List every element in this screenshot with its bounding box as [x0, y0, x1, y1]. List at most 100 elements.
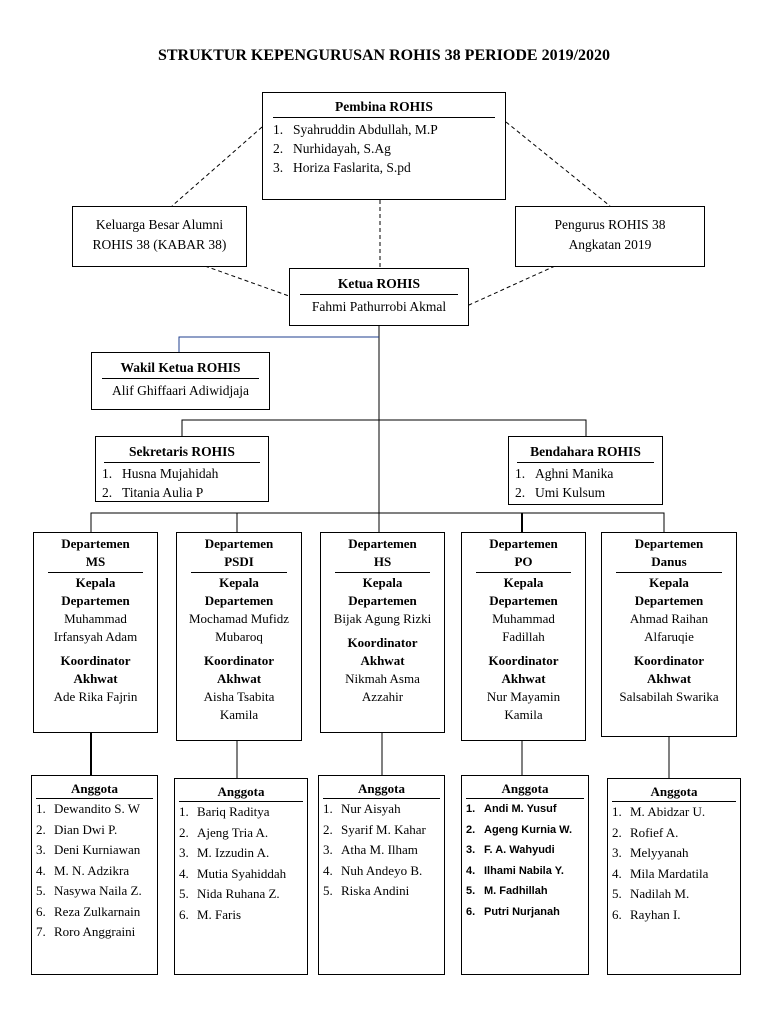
list-item: 3.F. A. Wahyudi: [466, 844, 555, 856]
wakil-name: Alif Ghiffaari Adiwidjaja: [112, 383, 249, 398]
pengurus-line1: Pengurus ROHIS 38: [554, 217, 666, 232]
koordinator-name: Salsabilah Swarika: [619, 689, 719, 704]
anggota-list: 1.M. Abidzar U. 2.Rofief A. 3.Melyyanah …: [608, 802, 740, 925]
kepala-name: Muhammad: [64, 611, 127, 626]
sekretaris-box: Sekretaris ROHIS 1.Husna Mujahidah 2.Tit…: [95, 436, 269, 502]
koordinator-label: Koordinator: [203, 653, 275, 668]
kepala-name: Muhammad: [492, 611, 555, 626]
kepala-label: Kepala: [649, 575, 689, 590]
pembina-heading: Pembina ROHIS: [335, 99, 433, 114]
kepala-label: Kepala: [503, 575, 544, 590]
list-item: 4.Ilhami Nabila Y.: [466, 864, 564, 877]
list-item: 4.M. N. Adzikra: [36, 862, 130, 878]
bendahara-heading: Bendahara ROHIS: [530, 444, 641, 459]
list-item: 4.Mutia Syahiddah: [179, 865, 287, 881]
kepala-name: Alfaruqie: [644, 629, 694, 644]
ketua-heading: Ketua ROHIS: [337, 276, 421, 291]
dept-psdi-box: Departemen PSDI Kepala Departemen Mocham…: [176, 532, 302, 741]
kepala-name: Mubaroq: [215, 629, 263, 644]
list-item: 6.Reza Zulkarnain: [36, 903, 141, 919]
list-item: 5.M. Fadhillah: [466, 885, 548, 897]
akhwat-label: Akhwat: [216, 671, 262, 686]
kepala-label-2: Departemen: [204, 593, 274, 608]
anggota-po-box: Anggota 1.Andi M. Yusuf 2.Ageng Kurnia W…: [461, 775, 589, 975]
list-item: 3.Melyyanah: [612, 845, 689, 860]
dept-code: Danus: [651, 554, 687, 569]
anggota-list: 1.Nur Aisyah 2.Syarif M. Kahar 3.Atha M.…: [319, 799, 444, 902]
kepala-label-2: Departemen: [61, 593, 130, 608]
list-item: 2.Ajeng Tria A.: [179, 824, 269, 840]
anggota-heading: Anggota: [71, 781, 118, 796]
list-item: 2.Nurhidayah, S.Ag: [273, 141, 391, 156]
dept-label: Departemen: [634, 536, 704, 551]
dashed-pembina-alumni: [171, 126, 263, 207]
kepala-label: Kepala: [362, 575, 403, 590]
list-item: 4.Nuh Andeyo B.: [323, 862, 423, 878]
dept-label: Departemen: [61, 536, 130, 551]
list-item: 1.Syahruddin Abdullah, M.P: [273, 122, 438, 137]
akhwat-label: Akhwat: [501, 671, 546, 686]
list-item: 4.Mila Mardatila: [612, 865, 709, 881]
list-item: 6.Putri Nurjanah: [466, 905, 560, 918]
koordinator-label: Koordinator: [60, 653, 131, 668]
list-item: 5.Nasywa Naila Z.: [36, 883, 142, 898]
list-item: 1.Dewandito S. W: [36, 801, 141, 816]
dashed-alumni-ketua: [204, 265, 290, 297]
list-item: 5.Nadilah M.: [612, 886, 690, 901]
koordinator-label: Koordinator: [488, 653, 559, 668]
list-item: 6.M. Faris: [179, 906, 242, 922]
list-item: 5.Nida Ruhana Z.: [179, 886, 280, 901]
dept-code: PO: [514, 554, 533, 569]
sekretaris-list: 1.Husna Mujahidah 2.Titania Aulia P: [102, 464, 262, 502]
sekretaris-heading: Sekretaris ROHIS: [129, 444, 235, 459]
pembina-box: Pembina ROHIS 1.Syahruddin Abdullah, M.P…: [262, 92, 506, 200]
dept-code: MS: [85, 554, 106, 569]
list-item: 3.Horiza Faslarita, S.pd: [273, 160, 411, 175]
list-item: 1.Nur Aisyah: [323, 801, 401, 816]
akhwat-label: Akhwat: [646, 671, 692, 686]
branch-sekretaris-bendahara: [181, 419, 587, 436]
wakil-heading: Wakil Ketua ROHIS: [120, 360, 241, 375]
anggota-heading: Anggota: [358, 781, 405, 796]
koordinator-name: Nur Mayamin: [486, 689, 561, 704]
list-item: 2.Syarif M. Kahar: [323, 821, 426, 837]
dashed-pengurus-ketua: [468, 265, 556, 306]
koordinator-name: Azzahir: [361, 689, 404, 704]
kepala-name: Mochamad Mufidz: [188, 611, 289, 626]
koordinator-name: Kamila: [219, 707, 259, 722]
list-item: 3.Atha M. Ilham: [323, 842, 418, 857]
dept-label: Departemen: [489, 536, 558, 551]
wakil-box: Wakil Ketua ROHIS Alif Ghiffaari Adiwidj…: [91, 352, 270, 410]
kepala-label-2: Departemen: [489, 593, 558, 608]
dept-ms-box: Departemen MS Kepala Departemen Muhammad…: [33, 532, 158, 733]
koordinator-label: Koordinator: [633, 653, 705, 668]
anggota-ms-box: Anggota 1.Dewandito S. W 2.Dian Dwi P. 3…: [31, 775, 158, 975]
koordinator-name: Kamila: [504, 707, 543, 722]
anggota-heading: Anggota: [501, 781, 549, 796]
bendahara-list: 1.Aghni Manika 2.Umi Kulsum: [515, 464, 656, 502]
dept-code: PSDI: [224, 554, 254, 569]
pengurus-line2: Angkatan 2019: [568, 237, 652, 252]
kepala-name: Ahmad Raihan: [629, 611, 709, 626]
anggota-psdi-box: Anggota 1.Bariq Raditya 2.Ajeng Tria A. …: [174, 778, 308, 975]
dept-code: HS: [373, 554, 392, 569]
list-item: 1.M. Abidzar U.: [612, 804, 706, 819]
dept-label: Departemen: [348, 536, 417, 551]
koordinator-name: Aisha Tsabita: [203, 689, 275, 704]
akhwat-label: Akhwat: [360, 653, 405, 668]
koordinator-name: Ade Rika Fajrin: [53, 689, 138, 704]
list-item: 2.Dian Dwi P.: [36, 821, 118, 837]
kepala-label-2: Departemen: [634, 593, 704, 608]
kepala-label: Kepala: [219, 575, 259, 590]
branch-wakil: [178, 336, 379, 352]
kepala-label: Kepala: [75, 575, 116, 590]
list-item: 6.Rayhan I.: [612, 906, 681, 922]
anggota-heading: Anggota: [650, 784, 698, 799]
pembina-list: 1.Syahruddin Abdullah, M.P 2.Nurhidayah,…: [273, 120, 495, 177]
alumni-box: Keluarga Besar Alumni ROHIS 38 (KABAR 38…: [72, 206, 247, 267]
page-title: STRUKTUR KEPENGURUSAN ROHIS 38 PERIODE 2…: [157, 47, 611, 64]
dashed-pembina-pengurus: [505, 121, 611, 207]
kepala-name: Fadillah: [502, 629, 545, 644]
anggota-list: 1.Bariq Raditya 2.Ajeng Tria A. 3.M. Izz…: [175, 802, 307, 925]
